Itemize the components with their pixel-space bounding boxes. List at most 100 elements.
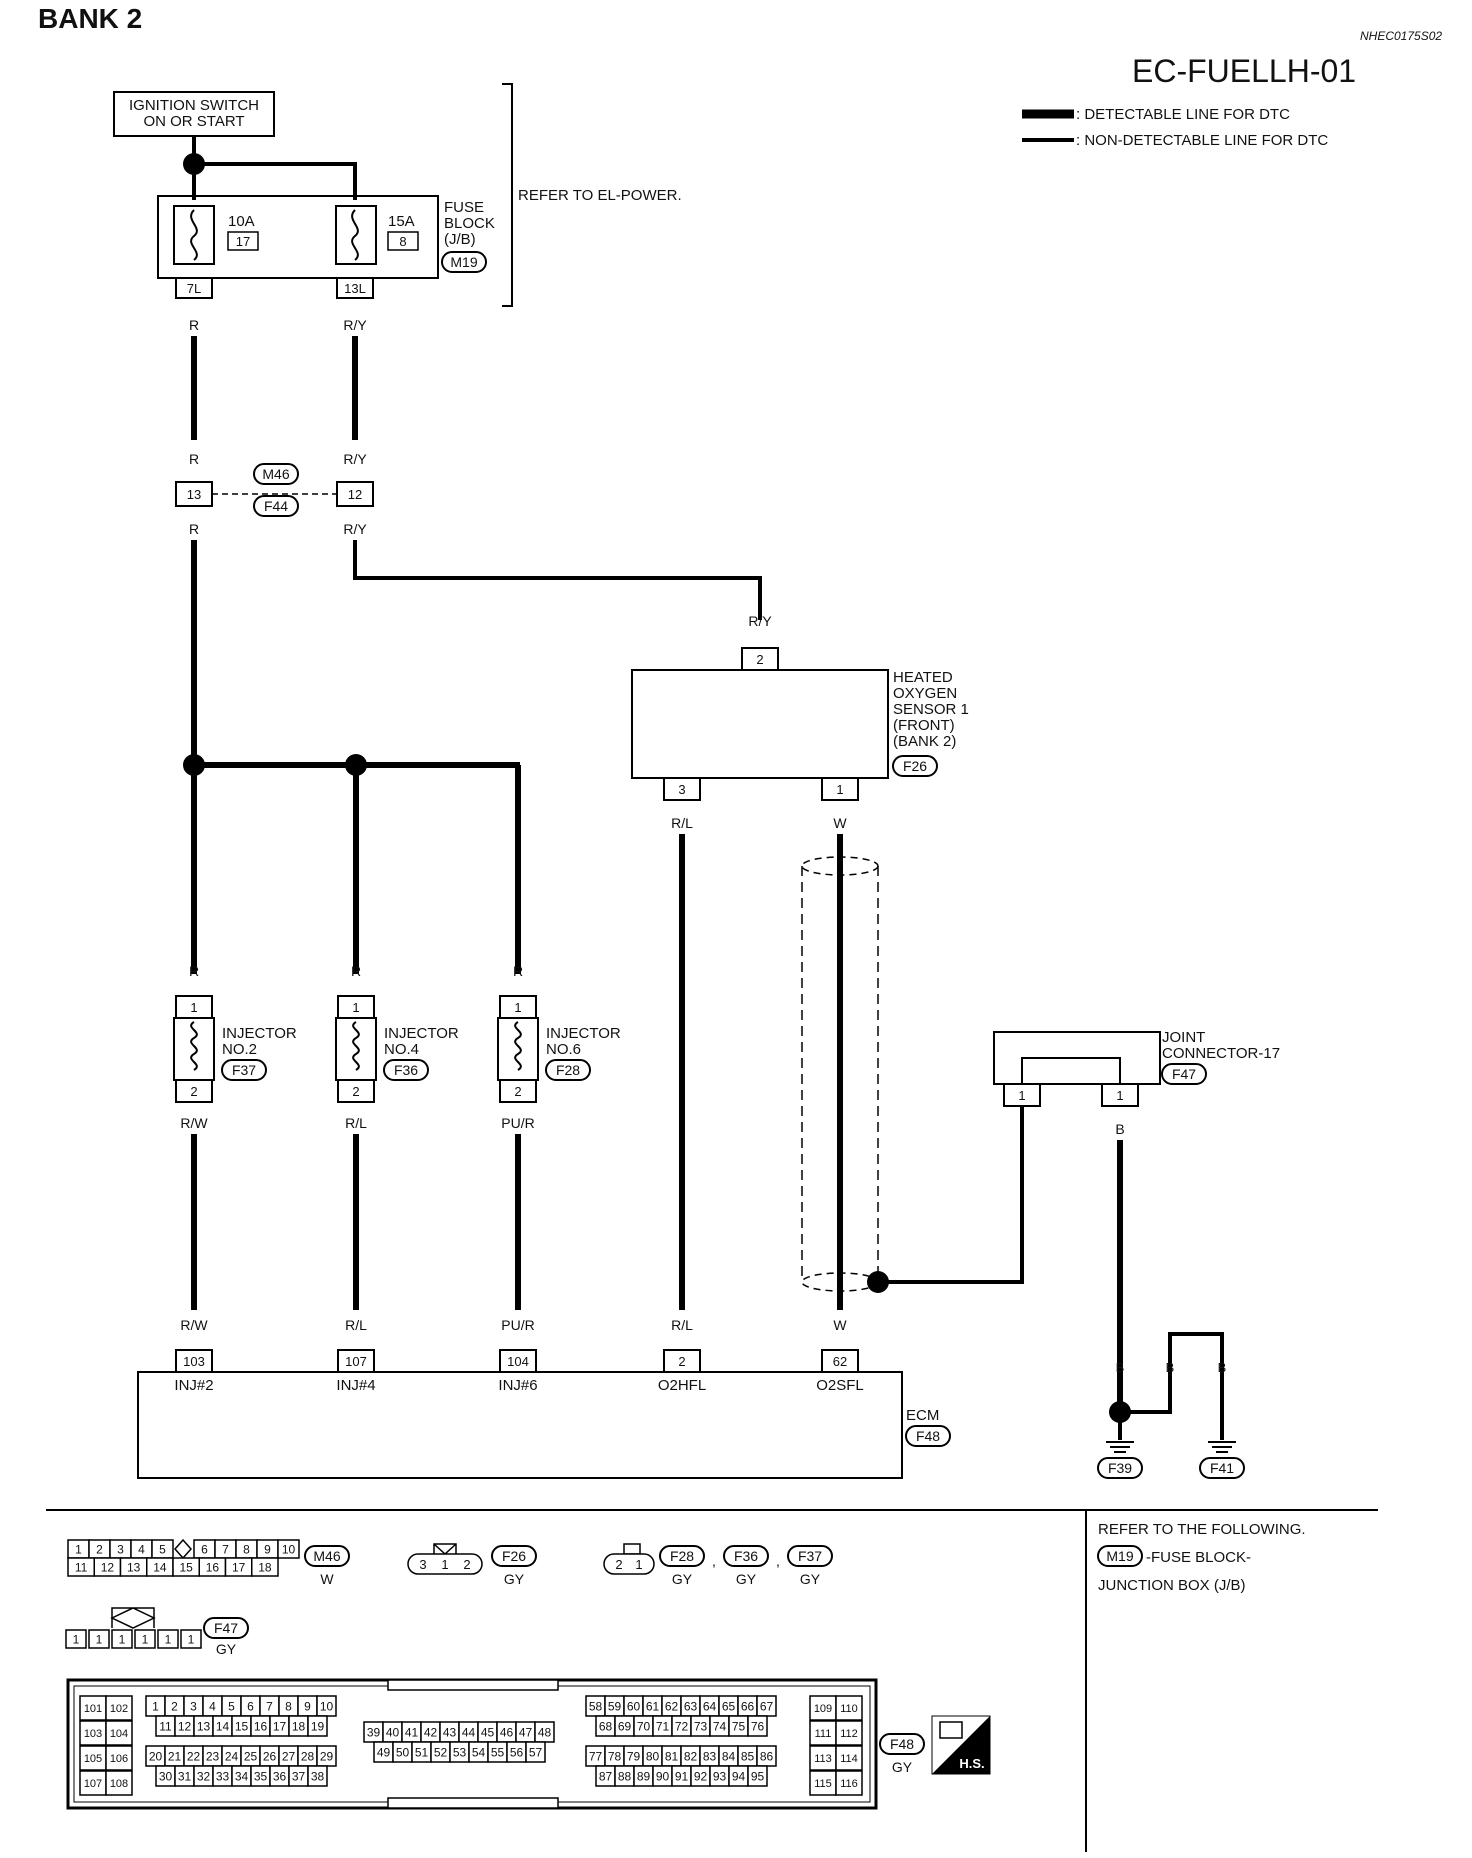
ecm-label-o2hfl: O2HFL xyxy=(658,1377,706,1394)
f47-pin: 1 xyxy=(142,1632,149,1646)
inj4-pin1: 1 xyxy=(352,1000,359,1015)
ignition-switch: IGNITION SWITCH ON OR START xyxy=(113,91,275,137)
f48-pin-b4: 34 xyxy=(235,1769,249,1783)
f48-pin-d1: 66 xyxy=(741,1699,755,1713)
f48-pin-b4: 38 xyxy=(311,1769,325,1783)
f47-id-pill xyxy=(203,1617,249,1639)
ecm-label-o2sfl: O2SFL xyxy=(816,1377,864,1394)
f48-pin-b1: 9 xyxy=(304,1699,311,1713)
fuse-block-label-3: (J/B) xyxy=(444,231,476,248)
fuse-block-connector: M19 xyxy=(450,254,477,270)
f48-pin-left-cell xyxy=(105,1695,133,1721)
f48-pin-b1: 3 xyxy=(190,1699,197,1713)
f48-pin-c2: 49 xyxy=(377,1745,391,1759)
f28-group-color: GY xyxy=(672,1571,693,1587)
f48-pin-left: 102 xyxy=(110,1703,128,1715)
f26-id-pill xyxy=(491,1545,537,1567)
diagram-title: EC-FUELLH-01 xyxy=(1132,53,1356,89)
f48-pin-b3: 26 xyxy=(263,1749,277,1763)
m46-pin-bottom: 14 xyxy=(153,1560,167,1574)
inj6-pin2: 2 xyxy=(514,1084,521,1099)
f48-pin-d4: 94 xyxy=(732,1769,746,1783)
sensor-pin-top: 2 xyxy=(756,652,763,667)
f48-pin-c1: 46 xyxy=(500,1725,514,1739)
f48-pin-b2: 15 xyxy=(235,1719,249,1733)
bank-title: BANK 2 xyxy=(38,3,142,34)
f48-pin-b4: 30 xyxy=(159,1769,173,1783)
wire-label-inj6-in: R xyxy=(513,963,523,979)
f28-group-color: GY xyxy=(800,1571,821,1587)
sensor-connector: F26 xyxy=(903,758,927,774)
joint-connector: 1 1 xyxy=(993,1031,1161,1107)
ignition-line2: ON OR START xyxy=(143,113,244,130)
f48-pin-c2: 52 xyxy=(434,1745,448,1759)
fuse-block-label-1: FUSE xyxy=(444,199,484,216)
f47-pin-cell xyxy=(180,1629,202,1649)
f48-pin-d2: 68 xyxy=(599,1719,613,1733)
f48-pin-c1: 42 xyxy=(424,1725,438,1739)
f28-group-sep: , xyxy=(776,1553,780,1569)
f48-pin-d1: 67 xyxy=(760,1699,774,1713)
f48-pin-b2: 13 xyxy=(197,1719,211,1733)
inj2-pin2: 2 xyxy=(190,1084,197,1099)
f26-pin: 3 xyxy=(419,1557,426,1572)
f48-pin-c1: 45 xyxy=(481,1725,495,1739)
f48-pin-right-cell xyxy=(835,1745,863,1771)
f28-housing xyxy=(603,1553,655,1575)
inj4-connector: F36 xyxy=(394,1062,418,1078)
ecm-wire-w: W xyxy=(833,1317,847,1333)
f28-group-id: F36 xyxy=(734,1548,758,1564)
refer-line3: JUNCTION BOX (J/B) xyxy=(1098,1577,1246,1594)
joint-connector-id: F47 xyxy=(1172,1066,1196,1082)
f48-pin-d3: 82 xyxy=(684,1749,698,1763)
f47-pin-cell xyxy=(157,1629,179,1649)
f48-pin-b1: 6 xyxy=(247,1699,254,1713)
f48-pin-right: 111 xyxy=(815,1728,832,1740)
ground-right-id: F41 xyxy=(1210,1460,1234,1476)
f48-pin-left: 106 xyxy=(110,1753,128,1765)
f48-pin-right-cell xyxy=(835,1770,863,1796)
ecm-pin-inj6: 104 xyxy=(507,1354,529,1369)
inj4-pin2: 2 xyxy=(352,1084,359,1099)
f48-pin-right: 112 xyxy=(840,1728,858,1740)
f48-key-bottom xyxy=(387,1797,559,1809)
fuse-1-num: 17 xyxy=(236,234,250,249)
f48-pin-right-cell xyxy=(809,1770,837,1796)
f48-pin-right: 116 xyxy=(840,1778,858,1790)
f48-pin-b2-cell xyxy=(307,1715,328,1737)
f48-pin-right-cell xyxy=(809,1695,837,1721)
f47-pin: 1 xyxy=(188,1632,195,1646)
f48-pin-d3: 77 xyxy=(589,1749,603,1763)
m46-id-pill xyxy=(304,1545,350,1567)
ecm-pin-o2sfl: 62 xyxy=(833,1354,847,1369)
m46-key-icon xyxy=(173,1538,193,1560)
f48-pin-c1: 44 xyxy=(462,1725,476,1739)
inj6-name-2: NO.6 xyxy=(546,1041,581,1058)
joint-pin-left: 1 xyxy=(1018,1088,1025,1103)
f48-pin-d2: 69 xyxy=(618,1719,632,1733)
f48-pin-left-cell xyxy=(105,1745,133,1771)
m46-pin-top: 1 xyxy=(75,1542,82,1556)
f48-pin-left-cell xyxy=(105,1770,133,1796)
wire-label-b-1: B xyxy=(1115,1121,1124,1137)
m46-pin-bottom: 18 xyxy=(258,1560,272,1574)
f48-pin-b4: 33 xyxy=(216,1769,230,1783)
ground-symbol-left xyxy=(1106,1441,1134,1453)
f48-pin-right-cell xyxy=(809,1745,837,1771)
f48-pin-d1: 62 xyxy=(665,1699,679,1713)
m46-pin-bottom: 12 xyxy=(101,1560,115,1574)
f26-pin: 2 xyxy=(463,1557,470,1572)
f48-pin-b2: 17 xyxy=(273,1719,287,1733)
f48-pin-d2-cell xyxy=(747,1715,768,1737)
f48-pin-c2: 54 xyxy=(472,1745,486,1759)
f48-pin-c2-cell xyxy=(525,1741,546,1763)
junction-connector-top: M46 xyxy=(262,466,289,482)
f48-pin-c1: 41 xyxy=(405,1725,419,1739)
m46-pin-bottom-cell xyxy=(251,1557,279,1577)
f47-pin-cell xyxy=(88,1629,110,1649)
junction-connector-bottom: F44 xyxy=(264,498,288,514)
hs-connector-icon xyxy=(939,1721,963,1739)
wire-label-inj4-in: R xyxy=(351,963,361,979)
f48-pin-right: 110 xyxy=(840,1703,858,1715)
